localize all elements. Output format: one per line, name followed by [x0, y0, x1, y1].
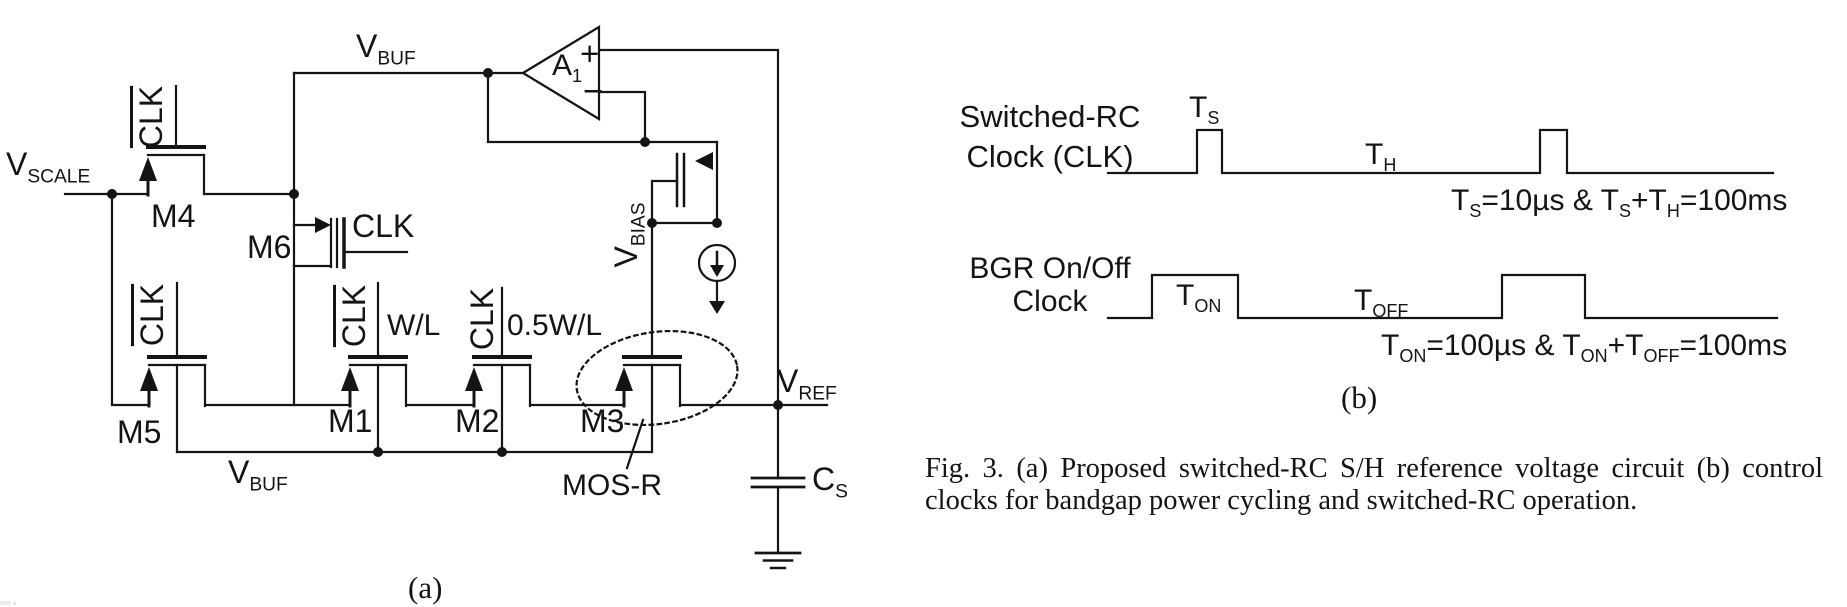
figure-caption-line1: Fig. 3. (a) Proposed switched-RC S/H ref…: [925, 453, 1823, 484]
net-label-vbuf-top: VBUF: [356, 28, 416, 70]
gate-label-m4-clkbar: CLK: [133, 85, 169, 149]
device-label-m6: M6: [247, 229, 292, 265]
gate-label-m5-clkbar: CLK: [134, 283, 170, 347]
mos-r-ellipse: [575, 329, 739, 427]
device-label-m5: M5: [117, 414, 162, 450]
opamp-label-a1: A1: [552, 49, 583, 86]
device-label-m3: M3: [580, 403, 625, 439]
clk-waveform: [1106, 128, 1775, 175]
clk-title-line1: Switched-RC: [959, 99, 1141, 134]
capacitor-cs: [750, 403, 806, 555]
transistor-m6: [292, 217, 409, 269]
device-label-m2: M2: [455, 403, 500, 439]
transistor-m3: [615, 355, 682, 454]
gate-label-m6-clk: CLK: [352, 208, 415, 244]
opamp-plus-sign: +: [580, 35, 600, 72]
net-label-vref: VREF: [777, 363, 837, 405]
bgr-title-line2: Clock: [1012, 285, 1088, 318]
gate-label-m2-clk: CLK: [464, 287, 500, 351]
clk-title-line2: Clock (CLK): [966, 139, 1134, 174]
device-label-m1: M1: [328, 403, 373, 439]
panel-a-label: (a): [408, 570, 443, 605]
net-label-vbias: VBIAS: [608, 202, 650, 268]
transistor-m4: [139, 84, 206, 197]
transistor-m1: [341, 281, 408, 454]
figure-caption-line2: clocks for bandgap power cycling and swi…: [925, 485, 1638, 516]
mos-r-label: MOS-R: [562, 469, 662, 502]
cap-label-cs: CS: [812, 461, 848, 503]
bgr-waveform: [1106, 273, 1779, 320]
size-label-m1: W/L: [387, 309, 441, 342]
opamp-minus-sign: −: [583, 72, 604, 111]
ground-symbol: [754, 551, 802, 570]
net-label-vscale: VSCALE: [6, 146, 91, 188]
ton-label: TON: [1176, 279, 1222, 316]
toff-label: TOFF: [1354, 284, 1409, 321]
clk-waveform-title: Switched-RC Clock (CLK): [950, 97, 1150, 177]
transistor-m2: [465, 286, 532, 454]
bgr-waveform-title: BGR On/Off Clock: [950, 252, 1150, 318]
transistor-bias-pmos: [650, 140, 719, 225]
opamp-a1-triangle: [520, 25, 601, 121]
ts-label: TS: [1189, 91, 1220, 128]
mos-r-pointer-line: [625, 418, 645, 470]
current-source: [697, 243, 737, 314]
scan-artifact: [0, 601, 11, 605]
bgr-timing-equation: TON=100µs & TON+TOFF=100ms: [1381, 329, 1788, 366]
transistor-m5: [140, 281, 207, 454]
device-label-m4: M4: [151, 198, 196, 234]
gate-label-m1-clkbar: CLK: [336, 284, 372, 348]
panel-b-label: (b): [1341, 380, 1378, 415]
size-label-m2: 0.5W/L: [507, 309, 603, 342]
net-label-vbuf-bottom: VBUF: [228, 454, 288, 496]
junction-dots: [107, 68, 783, 457]
clk-timing-equation: TS=10µs & TS+TH=100ms: [1451, 184, 1788, 221]
th-label: TH: [1365, 138, 1397, 175]
circuit-wires: [63, 48, 829, 454]
scan-artifact-dot: [13, 602, 16, 605]
bgr-title-line1: BGR On/Off: [969, 252, 1131, 285]
